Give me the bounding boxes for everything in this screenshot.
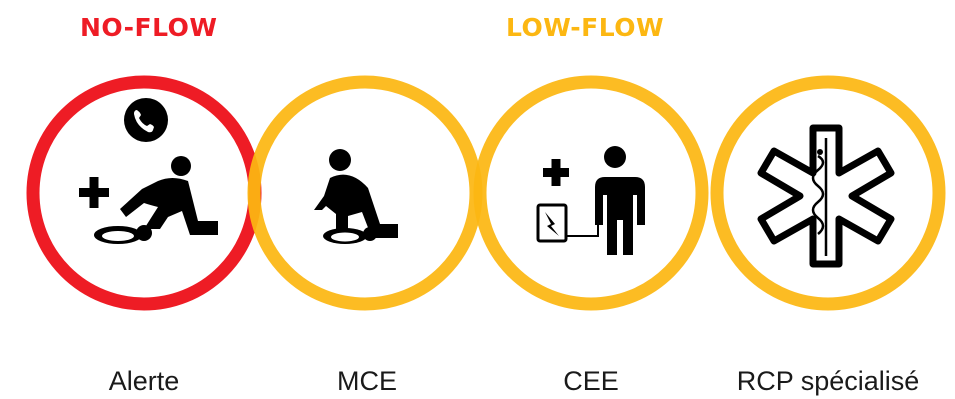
chest-compression-icon [314, 149, 398, 244]
no-flow-heading: NO-FLOW [80, 13, 218, 42]
ring-cee [473, 75, 709, 311]
step-label-rcp: RCP spécialisé [736, 366, 920, 396]
low-flow-heading: LOW-FLOW [506, 13, 665, 42]
step-label-mce: MCE [337, 366, 397, 396]
phone-cpr-icon [79, 98, 218, 244]
ring-rcp [710, 75, 946, 311]
star-of-life-icon [757, 124, 895, 268]
step-label-cee: CEE [563, 366, 619, 396]
step-label-alerte: Alerte [108, 366, 180, 396]
defibrillator-icon [536, 146, 645, 255]
